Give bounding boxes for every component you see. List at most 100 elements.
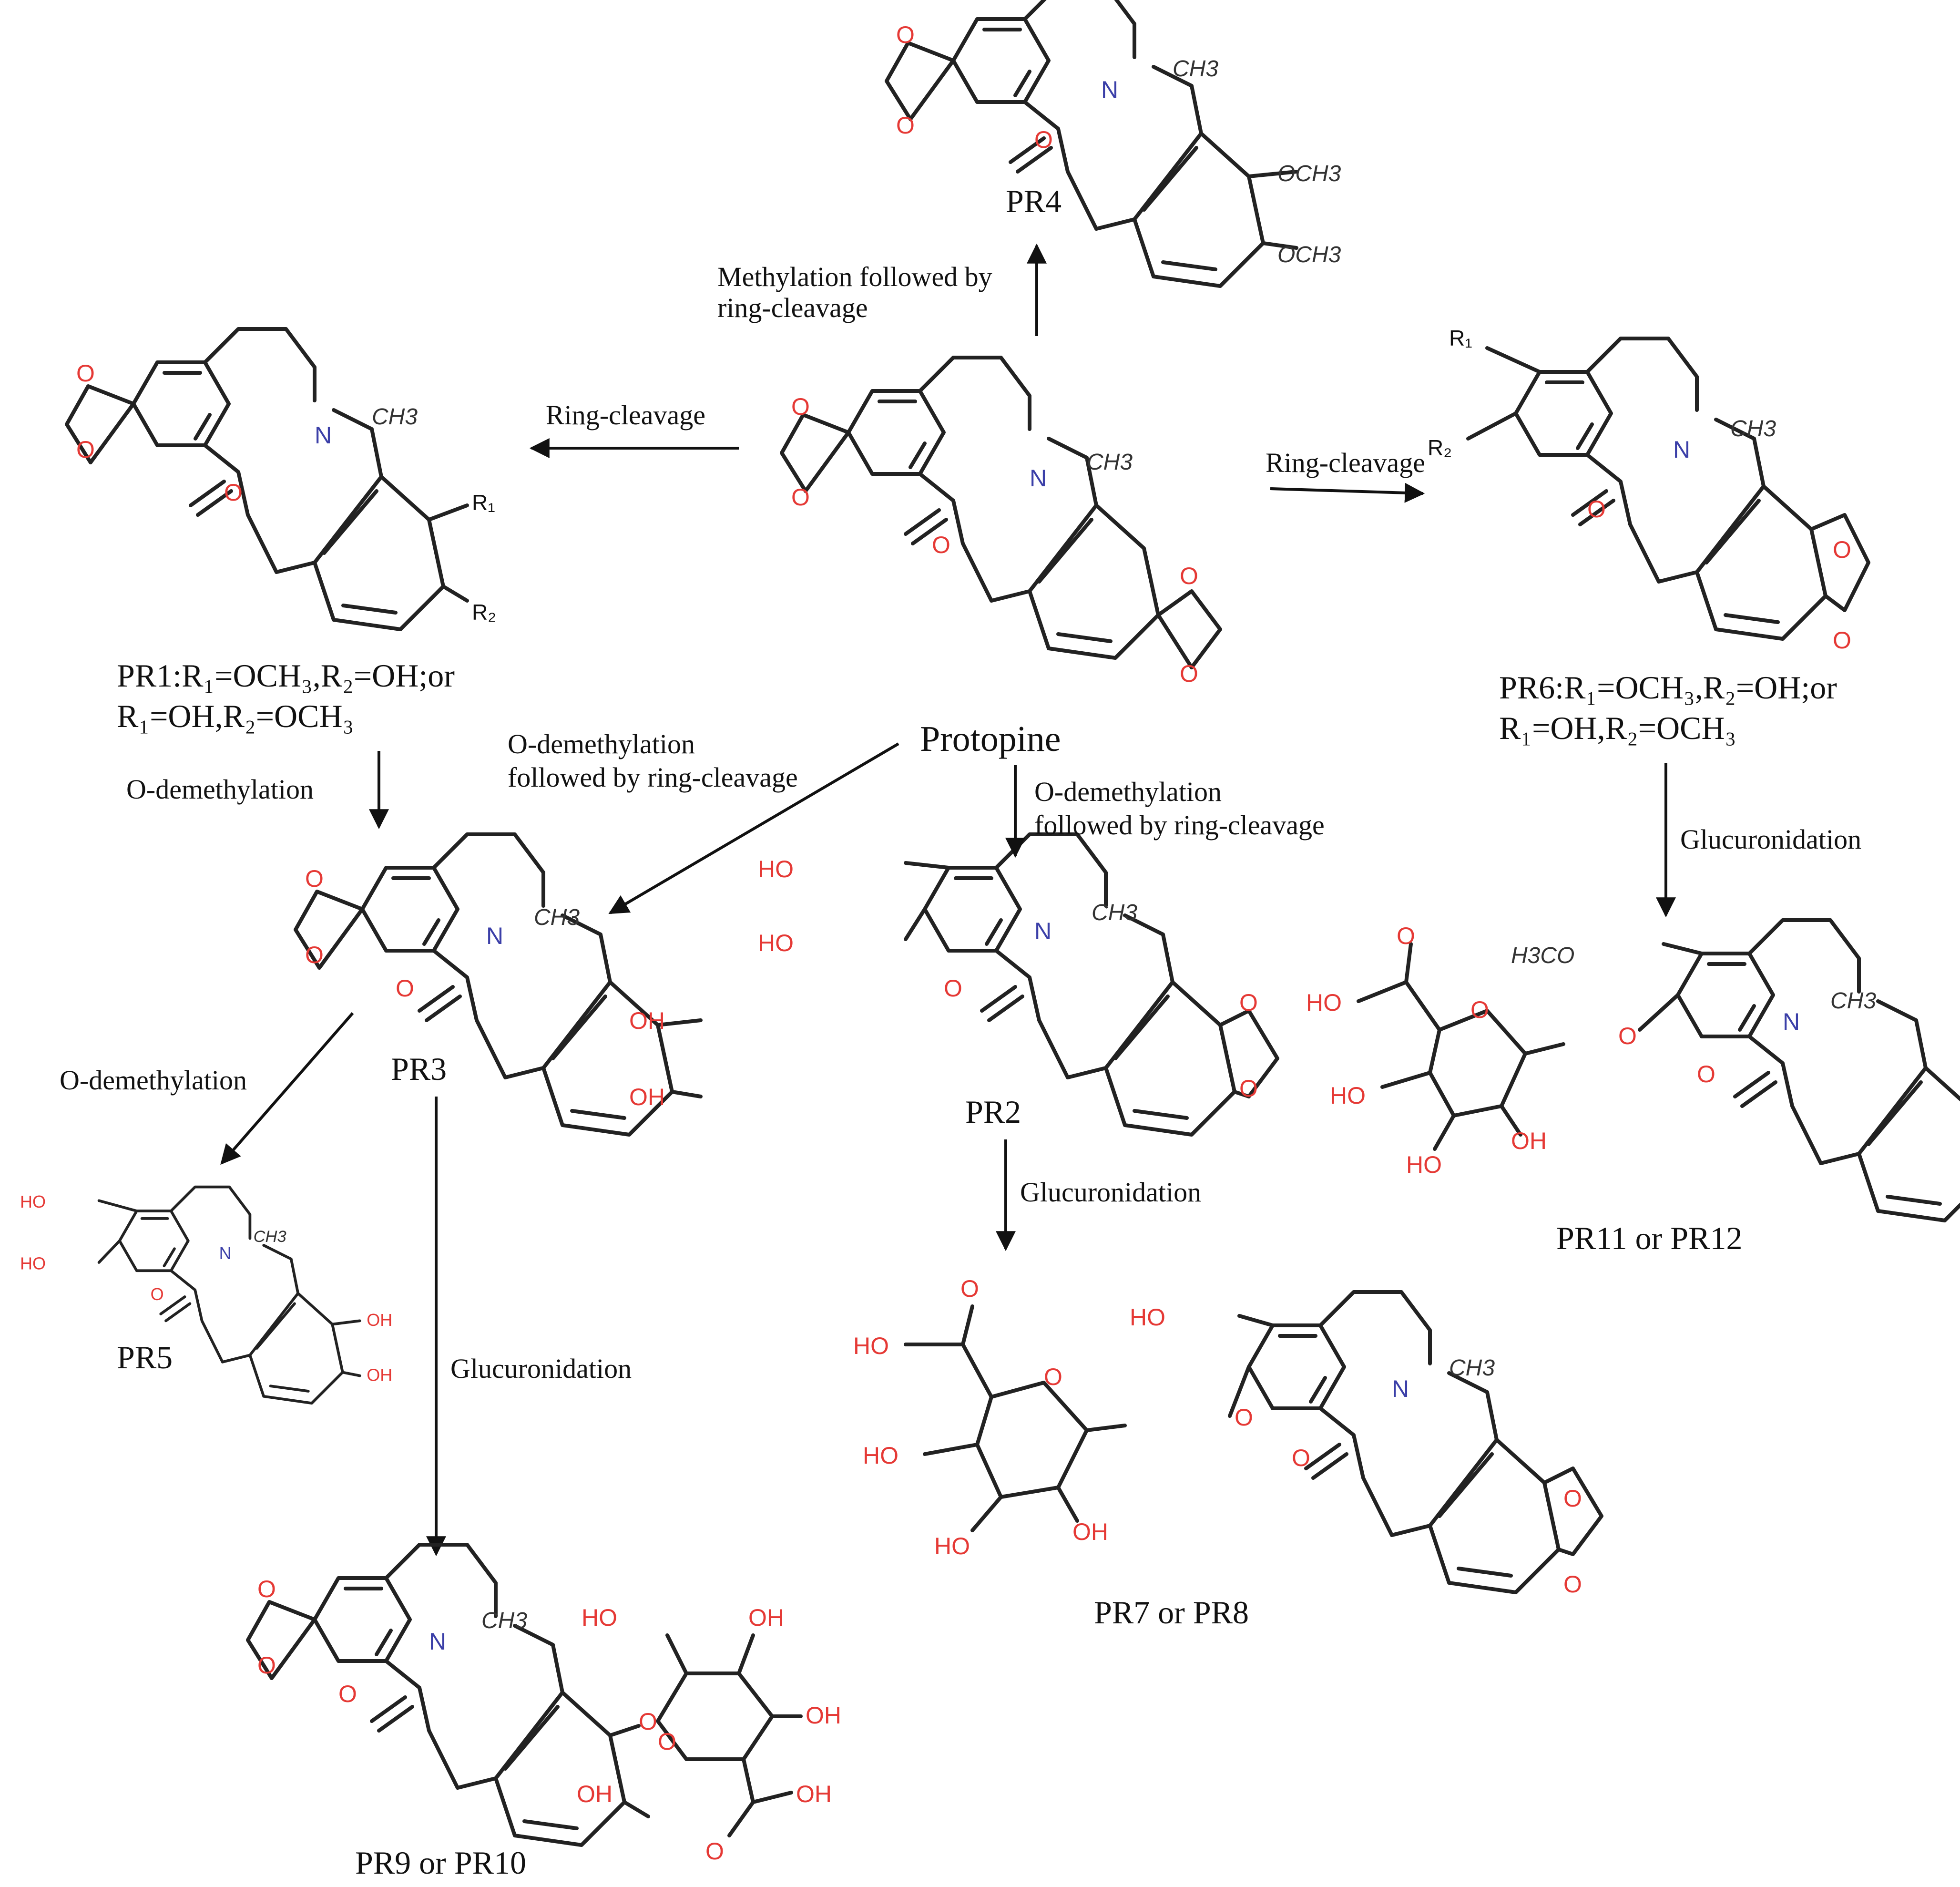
methyl-group: CH3 (481, 1608, 527, 1633)
atom-n: N (1034, 918, 1051, 944)
carbonyl-o: O (1292, 1445, 1310, 1471)
hydroxyl-group: HO (758, 930, 794, 956)
carbonyl-o: O (224, 479, 243, 506)
carbonyl-o: O (932, 532, 950, 558)
pr1-structure: O O N CH3 O R₁ R₂ (65, 329, 496, 629)
reaction-gluc-pr2: Glucuronidation (1020, 1177, 1201, 1208)
atom-n: N (1101, 76, 1118, 103)
arrow-ring-cleavage-right (1270, 482, 1425, 503)
atom-o: O (896, 21, 915, 48)
hydroxyl-group: HO (1130, 1304, 1165, 1331)
methyl-group: CH3 (1449, 1355, 1495, 1381)
arrow-odm-ring-left (608, 742, 899, 914)
reaction-odm-pr3: O-demethylation (60, 1065, 247, 1096)
hydroxyl-group: OH (577, 1781, 612, 1807)
substituent-r1: R₁ (472, 490, 495, 515)
ring-o: O (658, 1728, 676, 1755)
arrow-odm-pr3 (220, 1012, 354, 1165)
methyl-group: CH3 (1092, 900, 1137, 925)
label-pr4: PR4 (1006, 183, 1062, 219)
atom-o: O (1180, 660, 1198, 687)
pr11-pr12-sugar: O HO O HO HO OH (1306, 923, 1565, 1178)
protopine-structure: O O O O N CH3 O (780, 358, 1222, 687)
hydroxyl-group: OH (748, 1604, 784, 1631)
atom-n: N (315, 422, 332, 449)
atom-o: O (257, 1576, 276, 1602)
hydroxyl-group: OH (1511, 1128, 1547, 1154)
ring-o: O (1044, 1364, 1062, 1390)
atom-o: O (791, 393, 810, 420)
reaction-odm-pr1: O-demethylation (126, 774, 314, 805)
atom-n: N (1392, 1375, 1409, 1402)
carbonyl-o: O (396, 975, 414, 1002)
pr5-structure: HO HO N CH3 O OH OH (20, 1187, 392, 1404)
atom-o: O (257, 1652, 276, 1679)
atom-n: N (429, 1628, 446, 1655)
label-pr6-alt: R₁=OH,R₂=OCH₃ (1499, 710, 1736, 746)
atom-o: O (1833, 627, 1851, 654)
methyl-group: CH3 (1830, 988, 1876, 1014)
label-pr2: PR2 (965, 1094, 1021, 1130)
carbonyl-o: O (151, 1284, 164, 1304)
pr4-structure: O O N CH3 O OCH3 OCH3 (885, 0, 1341, 286)
label-protopine: Protopine (920, 719, 1061, 759)
glycosidic-o: O (639, 1708, 657, 1735)
label-pr11-pr12: PR11 or PR12 (1556, 1220, 1742, 1256)
methyl-group: CH3 (1087, 450, 1133, 475)
label-pr1: PR1:R₁=OCH₃,R₂=OH;or (117, 657, 455, 694)
hydroxyl-group: HO (582, 1604, 617, 1631)
atom-o: O (791, 484, 810, 511)
ring-o: O (1470, 996, 1489, 1023)
substituent-r2: R₂ (472, 600, 496, 625)
hydroxyl-group: OH (1072, 1518, 1108, 1545)
reaction-odm-ring-left-2: followed by ring-cleavage (508, 762, 798, 793)
hydroxyl-group: HO (853, 1333, 889, 1359)
glycosidic-o: O (1235, 1404, 1253, 1431)
reaction-methylation-line1: Methylation followed by (717, 261, 992, 292)
reaction-ring-cleavage-right: Ring-cleavage (1266, 447, 1425, 478)
hydroxyl-group: OH (367, 1365, 392, 1384)
atom-o: O (76, 360, 95, 387)
methyl-group: CH3 (534, 905, 580, 930)
atom-o: O (1180, 563, 1198, 589)
atom-o: O (1563, 1485, 1582, 1512)
pr6-structure: R₁ R₂ N CH3 O O O (1428, 326, 1870, 654)
methyl-group: CH3 (254, 1228, 286, 1246)
methyl-group: CH3 (1173, 56, 1218, 82)
hydroxyl-group: HO (20, 1253, 46, 1273)
carbonyl-o: O (705, 1838, 724, 1865)
reaction-gluc-pr3: Glucuronidation (450, 1353, 632, 1384)
atom-o: O (896, 112, 915, 139)
atom-n: N (486, 923, 503, 949)
carbonyl-o: O (944, 975, 962, 1002)
pr11-pr12-structure: H3CO O N CH3 O O O (1511, 920, 1960, 1220)
hydroxyl-group: HO (1306, 989, 1342, 1016)
reaction-ring-cleavage-left: Ring-cleavage (546, 400, 705, 431)
hydroxyl-group: OH (629, 1007, 665, 1034)
hydroxyl-group: HO (20, 1192, 46, 1211)
atom-o: O (305, 942, 324, 968)
reaction-odm-ring-center-2: followed by ring-cleavage (1034, 810, 1325, 841)
atom-o: O (1239, 989, 1258, 1016)
carbonyl-o: O (1587, 496, 1606, 523)
hydroxyl-group: HO (934, 1533, 970, 1559)
reaction-gluc-pr6: Glucuronidation (1680, 824, 1861, 855)
carbonyl-o: O (960, 1275, 979, 1302)
pr9-pr10-structure: O O N CH3 O O OH O HO OH OH OH O (246, 1545, 841, 1865)
hydroxyl-group: OH (629, 1084, 665, 1110)
label-pr3: PR3 (391, 1051, 447, 1087)
label-pr7-pr8: PR7 or PR8 (1094, 1594, 1249, 1631)
pr7-pr8-sugar: O HO O HO HO OH (853, 1275, 1127, 1559)
carbonyl-o: O (1697, 1061, 1715, 1087)
hydroxyl-group: HO (863, 1442, 898, 1469)
hydroxyl-group: OH (367, 1310, 392, 1330)
atom-o: O (76, 436, 95, 463)
carbonyl-o: O (1397, 923, 1415, 949)
reaction-odm-ring-left-1: O-demethylation (508, 728, 695, 759)
hydroxyl-group: HO (758, 856, 794, 882)
atom-o: O (1563, 1571, 1582, 1598)
atom-o: O (1833, 536, 1851, 563)
label-pr9-pr10: PR9 or PR10 (355, 1845, 526, 1881)
label-pr6: PR6:R₁=OCH₃,R₂=OH;or (1499, 669, 1837, 706)
